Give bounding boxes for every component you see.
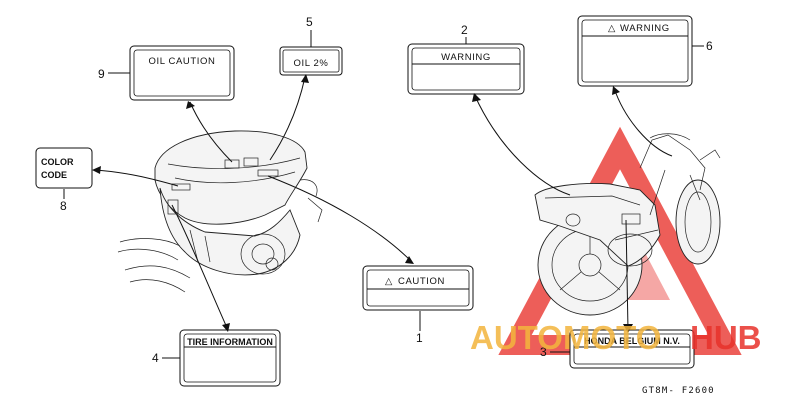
label-caution-text: CAUTION (398, 276, 445, 287)
diagram-code: GT8M- F2600 (642, 386, 715, 396)
label-oil-percent-text: OIL 2% (294, 58, 329, 69)
label-color-code: COLOR CODE (35, 147, 93, 189)
leader-lines (92, 74, 673, 333)
label-warning-2-text: WARNING (441, 52, 491, 63)
callout-8: 8 (60, 199, 67, 213)
label-honda-belgium-text: HONDA BELGIUM N.V. (584, 336, 680, 346)
callouts: 9 5 2 6 8 1 4 3 (60, 15, 713, 365)
label-warning-6: △ WARNING (577, 15, 693, 87)
label-warning-2: WARNING (407, 43, 525, 95)
label-oil-percent: OIL 2% (279, 46, 343, 76)
watermark-text-auto: AUTO (470, 319, 563, 356)
scooter-left-illustration (117, 130, 323, 293)
callout-5: 5 (306, 15, 313, 29)
watermark-text-hub: HUB (690, 319, 762, 356)
label-tire-information: TIRE INFORMATION (179, 329, 281, 387)
callout-9: 9 (98, 67, 105, 81)
callout-3: 3 (540, 345, 547, 359)
label-caution: △ CAUTION (362, 265, 474, 311)
label-oil-caution: OIL CAUTION (129, 45, 235, 101)
label-caution-symbol: △ (385, 276, 393, 287)
label-oil-caution-text: OIL CAUTION (149, 56, 216, 67)
watermark-text-moto: MOTO (563, 319, 661, 356)
label-warning-6-symbol: △ (608, 23, 616, 34)
label-color-code-line2: CODE (41, 170, 67, 180)
label-color-code-line1: COLOR (41, 157, 74, 167)
label-honda-belgium: HONDA BELGIUM N.V. (569, 329, 695, 369)
callout-6: 6 (706, 39, 713, 53)
callout-4: 4 (152, 351, 159, 365)
label-warning-6-text: WARNING (620, 23, 670, 34)
callout-1: 1 (416, 331, 423, 345)
motorcycle-right-illustration (534, 133, 721, 316)
watermark-text: AUTO MOTO HUB (470, 319, 762, 356)
callout-2: 2 (461, 23, 468, 37)
label-tire-information-text: TIRE INFORMATION (187, 337, 273, 347)
